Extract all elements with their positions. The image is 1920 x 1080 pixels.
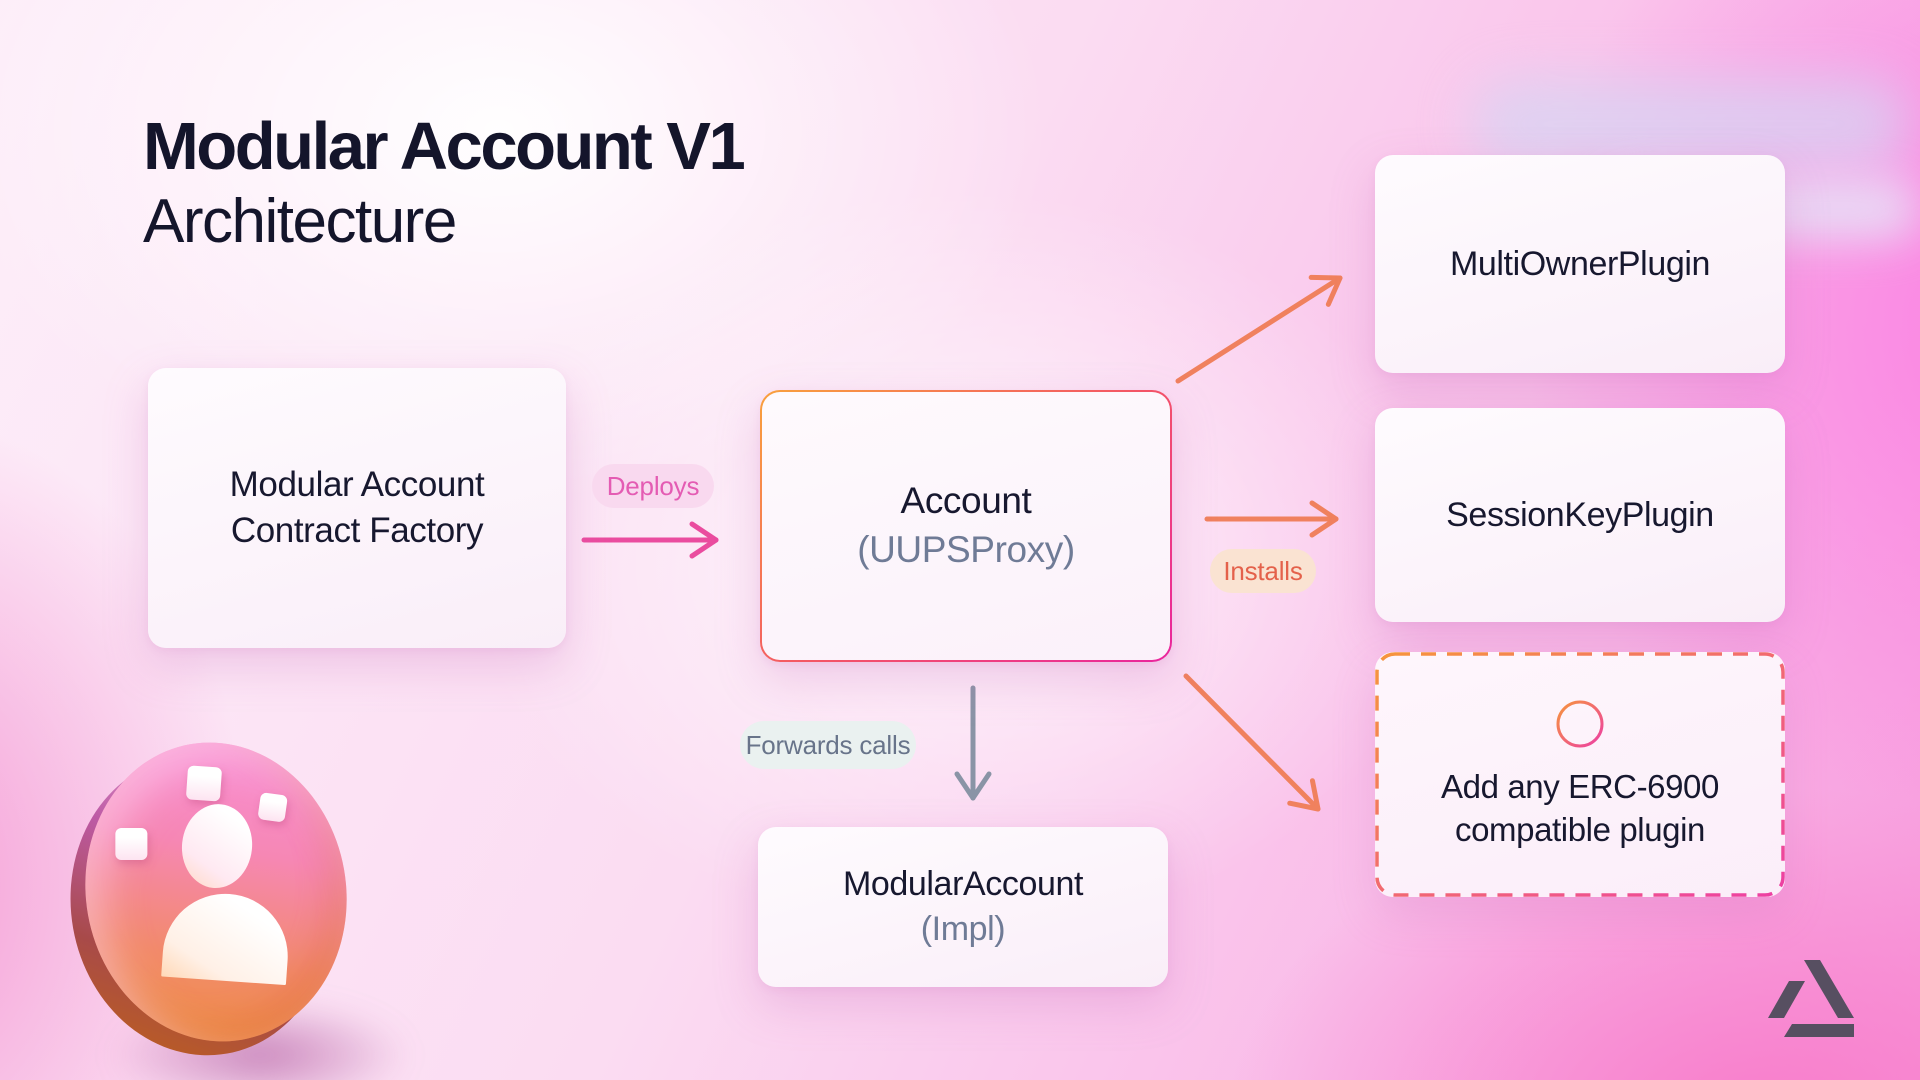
node-label: Contract Factory xyxy=(230,511,484,550)
user-coin-graphic xyxy=(47,721,371,1077)
node-label: Modular Account xyxy=(229,464,485,504)
node-account-uups-proxy: Account (UUPSProxy) xyxy=(760,390,1172,662)
node-modular-account-impl: ModularAccount (Impl) xyxy=(758,827,1168,987)
forwards-calls-badge: Forwards calls xyxy=(740,721,916,769)
node-label: SessionKeyPlugin xyxy=(1446,495,1714,534)
deploys-badge: Deploys xyxy=(592,464,714,508)
node-erc6900-plugin-slot: Add any ERC-6900 compatible plugin xyxy=(1375,652,1785,897)
page-title-line1: Modular Account V1 xyxy=(143,109,746,184)
node-contract-factory: Modular Account Contract Factory xyxy=(148,368,566,648)
coin-face xyxy=(61,721,371,1063)
node-label: Account xyxy=(900,480,1032,522)
node-label: MultiOwnerPlugin xyxy=(1449,244,1711,283)
installs-arrow-bottom xyxy=(1183,673,1321,812)
installs-badge: Installs xyxy=(1210,549,1316,593)
node-multi-owner-plugin: MultiOwnerPlugin xyxy=(1375,155,1785,373)
page-title: Modular Account V1 Architecture xyxy=(143,109,746,256)
node-sublabel: (UUPSProxy) xyxy=(857,529,1075,570)
plus-circle-icon xyxy=(1554,698,1606,750)
node-session-key-plugin: SessionKeyPlugin xyxy=(1375,408,1785,622)
user-icon xyxy=(177,800,257,892)
node-label: compatible plugin xyxy=(1454,810,1706,848)
cube-icon xyxy=(185,765,222,802)
node-sublabel: (Impl) xyxy=(920,910,1006,948)
cube-icon xyxy=(115,827,148,860)
user-icon xyxy=(161,889,292,986)
page-title-line2: Architecture xyxy=(143,186,457,256)
cube-icon xyxy=(257,792,289,823)
node-label: Add any ERC-6900 xyxy=(1441,767,1719,805)
node-label: ModularAccount xyxy=(842,865,1084,904)
alchemy-logo-icon xyxy=(1762,958,1854,1038)
installs-arrow-top xyxy=(1175,274,1343,384)
